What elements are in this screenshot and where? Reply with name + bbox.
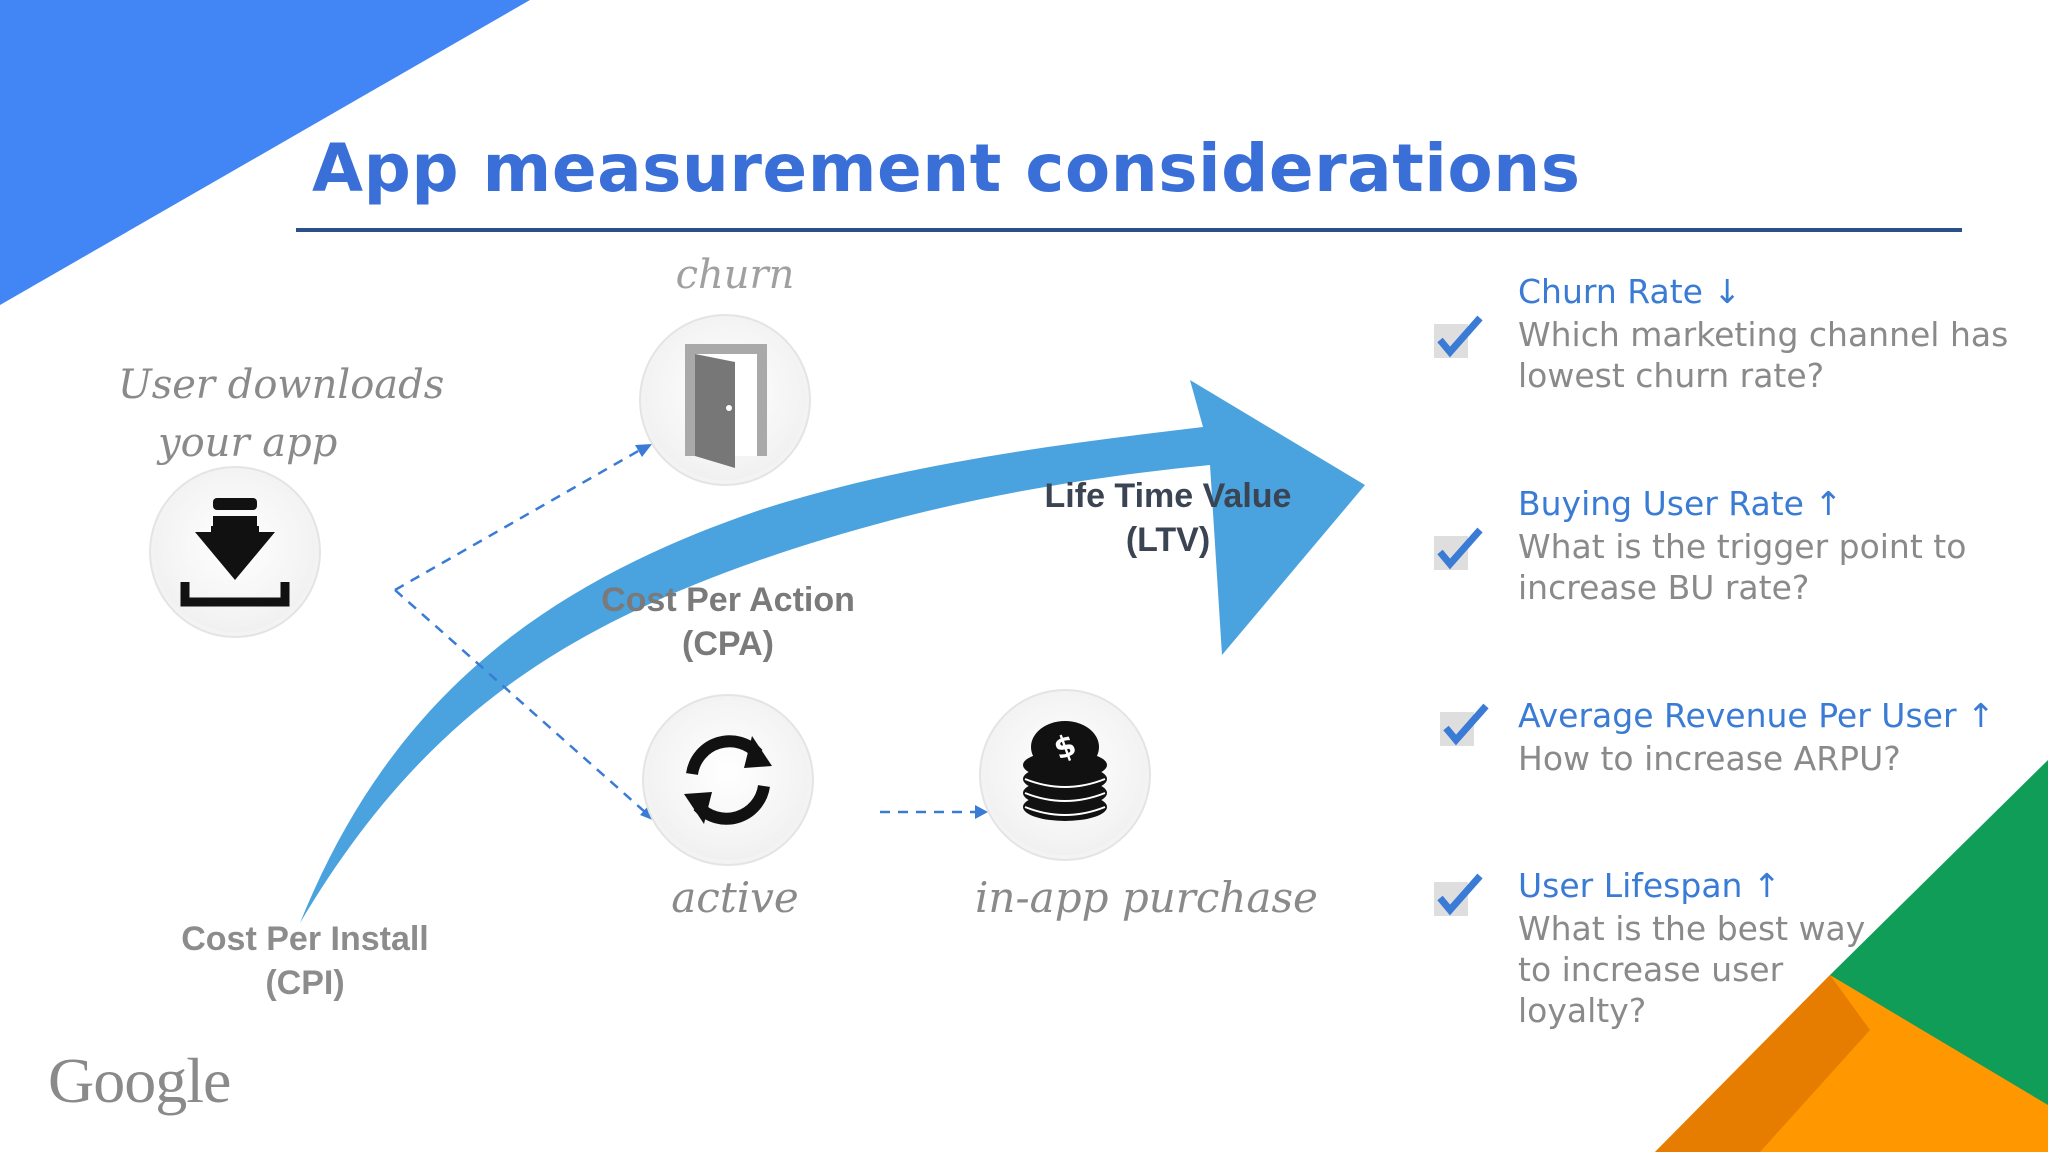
checklist-desc-line: How to increase ARPU? [1518, 739, 1901, 778]
cpa-label-line1: Cost Per Action [601, 581, 855, 619]
checklist-desc: How to increase ARPU? [1518, 738, 1901, 779]
cpi-label-line2: (CPI) [265, 964, 345, 1003]
checklist-item-user-lifespan: User Lifespan ↑ What is the best way to … [1430, 866, 2030, 1036]
active-node [648, 700, 808, 860]
checklist-item-buying-user-rate: Buying User Rate ↑ What is the trigger p… [1430, 484, 2030, 614]
churn-label: churn [675, 252, 795, 298]
checklist-desc-line: to increase user [1518, 950, 1784, 989]
checklist-desc-line: loyalty? [1518, 991, 1647, 1030]
connector-to-active-arrowhead [640, 805, 655, 821]
user-downloads-label: User downloads [118, 362, 445, 408]
checklist-desc-line: What is the trigger point to [1518, 527, 1967, 566]
connector-to-active [394, 589, 646, 813]
checkbox-icon [1434, 873, 1483, 916]
checklist-desc-line: What is the best way [1518, 909, 1866, 948]
active-label: active [671, 873, 799, 922]
cpa-label-line2: (CPA) [682, 625, 774, 664]
churn-node [645, 320, 805, 480]
checkbox-icon [1440, 703, 1489, 746]
checklist-desc: Which marketing channel has lowest churn… [1518, 314, 2008, 396]
in-app-purchase-label: in-app purchase [975, 873, 1318, 922]
checklist-title: User Lifespan ↑ [1518, 866, 1781, 905]
connector-to-churn-arrowhead [635, 444, 652, 457]
checklist-desc: What is the trigger point to increase BU… [1518, 526, 1966, 608]
your-app-label: your app [158, 420, 338, 466]
checklist-desc-line: Which marketing channel has [1518, 315, 2009, 354]
google-logo: Google [48, 1045, 231, 1116]
checklist-desc: What is the best way to increase user lo… [1518, 908, 1865, 1031]
ltv-label-line2: (LTV) [1125, 521, 1211, 560]
download-node [155, 472, 315, 632]
connector-to-purchase-arrowhead [975, 805, 988, 819]
checklist-item-arpu: Average Revenue Per User ↑ How to increa… [1430, 696, 2030, 796]
checklist-desc-line: lowest churn rate? [1518, 356, 1825, 395]
purchase-node: $ [985, 695, 1145, 855]
refresh-icon [684, 735, 772, 825]
checkbox-icon [1434, 527, 1483, 570]
page-title: App measurement considerations [312, 130, 1581, 207]
growth-arrow [300, 380, 1365, 923]
download-icon [180, 498, 290, 607]
door-icon [685, 344, 767, 468]
title-underline [296, 228, 1962, 232]
checklist-desc-line: increase BU rate? [1518, 568, 1810, 607]
coins-icon: $ [1023, 721, 1107, 821]
cpi-label: Cost Per Install (CPI) [160, 917, 450, 1005]
checklist-item-churn-rate: Churn Rate ↓ Which marketing channel has… [1430, 272, 2030, 402]
dark-orange-corner-shape [1655, 975, 1870, 1152]
cpa-label: Cost Per Action (CPA) [578, 578, 878, 666]
checkbox-icon [1434, 315, 1483, 358]
connector-to-churn [394, 448, 641, 592]
cpi-label-line1: Cost Per Install [181, 920, 429, 958]
checklist-title: Average Revenue Per User ↑ [1518, 696, 1995, 735]
ltv-label: Life Time Value (LTV) [1018, 474, 1318, 562]
checklist-title: Buying User Rate ↑ [1518, 484, 1843, 523]
ltv-label-line1: Life Time Value [1044, 477, 1292, 515]
blue-corner-shape [0, 0, 530, 305]
checklist-title: Churn Rate ↓ [1518, 272, 1742, 311]
